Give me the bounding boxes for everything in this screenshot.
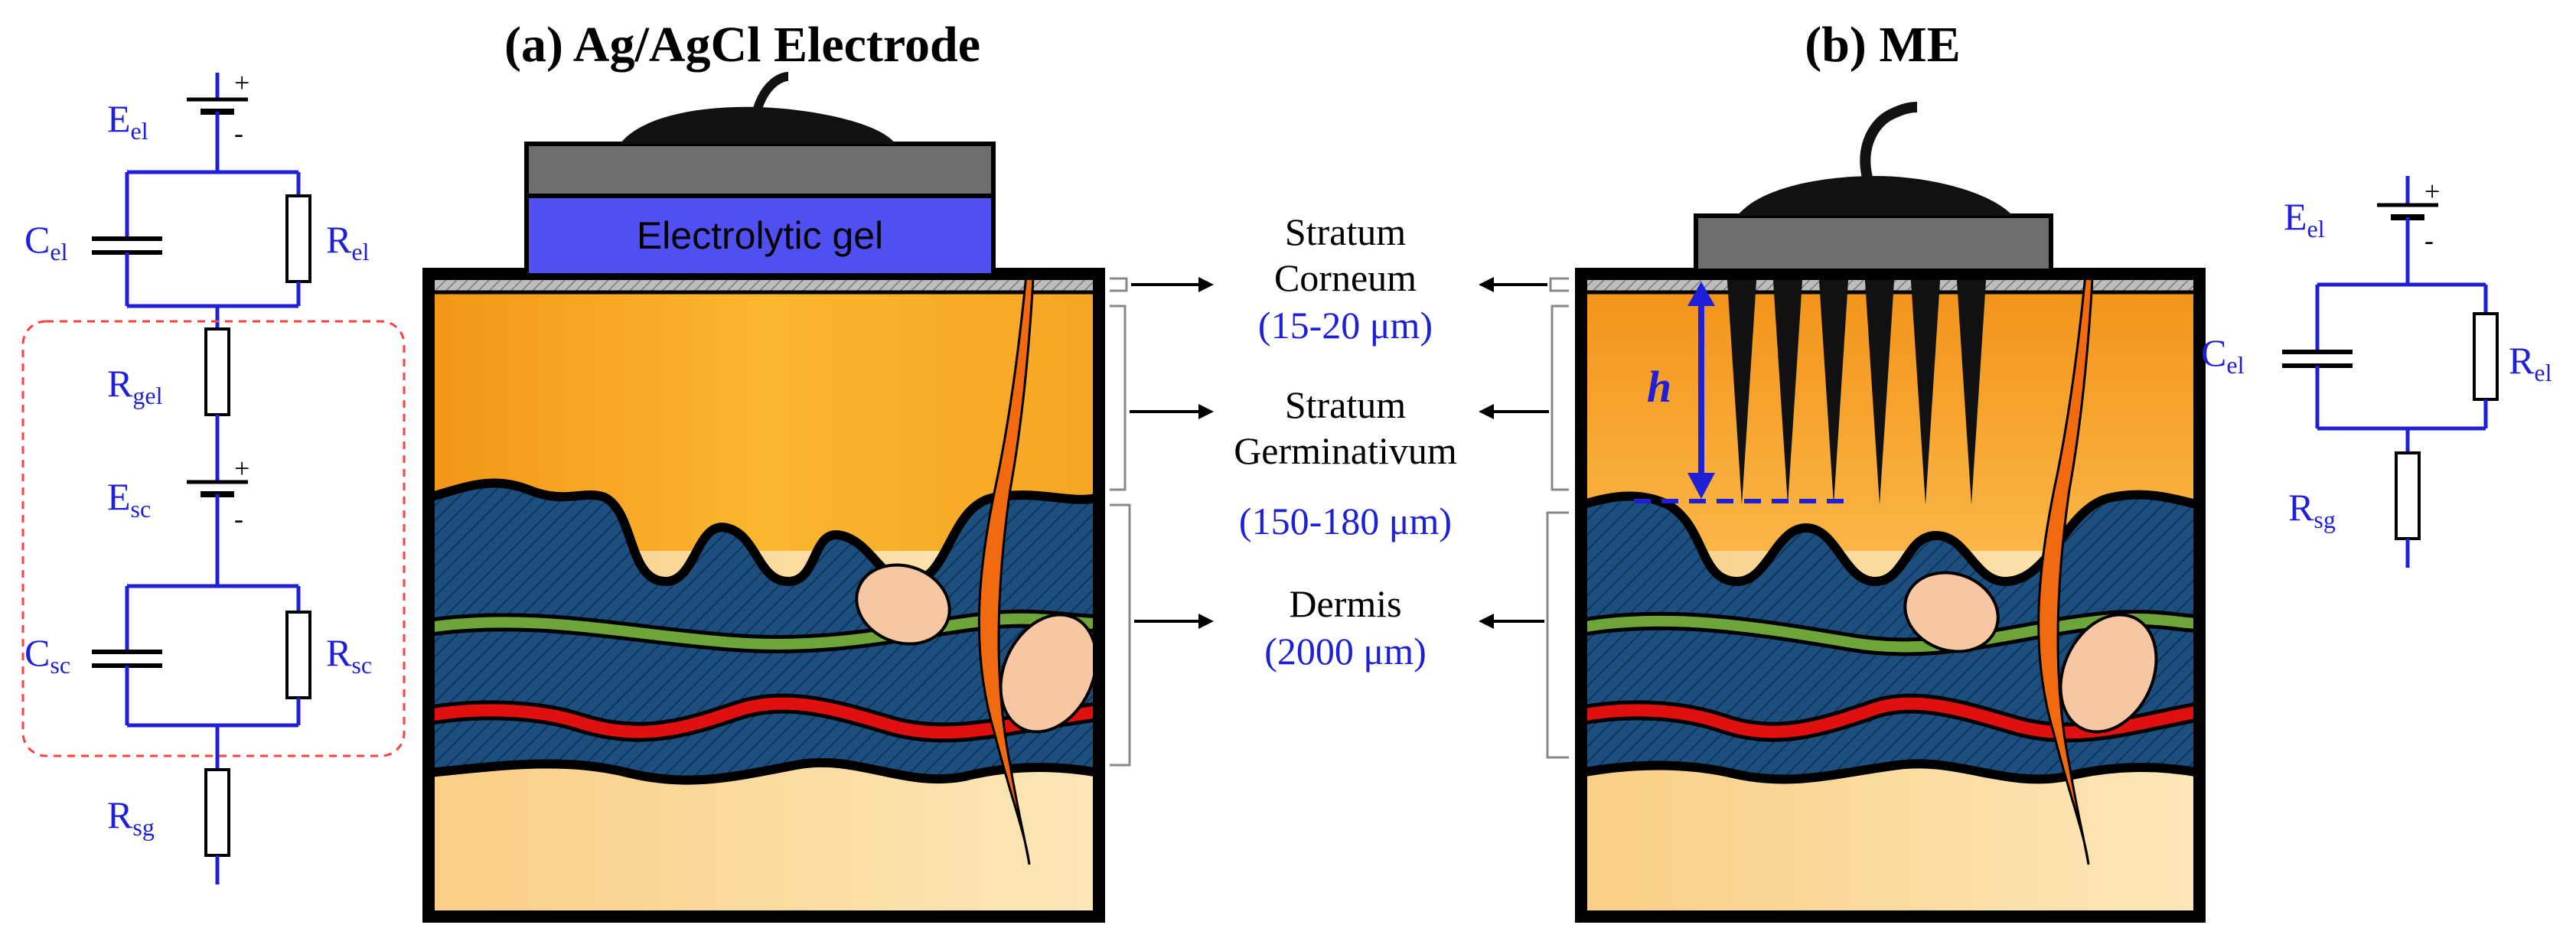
gland-left-1: [855, 563, 951, 646]
label-sc-line2: Corneum: [1274, 256, 1417, 299]
battery-sc-plus-sign: +: [234, 453, 249, 484]
gland-right-1: [1903, 571, 2000, 653]
electrolytic-gel-label: Electrolytic gel: [637, 214, 883, 257]
resistor-r-gel: [204, 327, 230, 416]
label-sg-thickness: (150-180 μm): [1239, 500, 1452, 542]
label-sc-line1: Stratum: [1285, 210, 1406, 253]
equivalent-circuit-left: + - Eel Cel Rel Rgel + - Esc: [21, 67, 406, 884]
label-dermis-thickness: (2000 μm): [1264, 630, 1427, 673]
gland-right-2: [2059, 613, 2158, 734]
electrode-lead-left: [753, 72, 789, 111]
label-r-sg-right: Rsg: [2288, 486, 2336, 533]
resistor-r-sc: [285, 611, 311, 699]
label-c-el-left: Cel: [24, 218, 68, 265]
gland-left-2: [999, 613, 1098, 734]
label-sc-thickness: (15-20 μm): [1258, 304, 1433, 347]
electrolytic-gel: [524, 194, 996, 278]
label-r-sc: Rsc: [326, 631, 372, 679]
label-r-gel: Rgel: [107, 362, 163, 409]
skin-block-right: h: [1575, 102, 2206, 923]
equivalent-circuit-right: + - Eel Cel Rel Rsg: [2201, 176, 2552, 568]
resistor-r-el-right: [2473, 312, 2499, 401]
skin-block-left: Electrolytic gel: [422, 72, 1105, 923]
label-e-el-left: Eel: [107, 97, 148, 145]
microneedle-array: [1727, 272, 1987, 505]
label-sg-line1: Stratum: [1285, 383, 1406, 426]
battery-el-minus-sign: -: [234, 118, 243, 148]
electrode-lead-right: [1860, 102, 1918, 179]
title-ag-agcl: (a) Ag/AgCl Electrode: [504, 17, 980, 73]
hair-left: [977, 272, 1035, 865]
battery-el-plus-sign: +: [234, 67, 249, 98]
resistor-r-sg-right: [2395, 451, 2421, 540]
electrode-plate-left: [524, 142, 996, 198]
label-sg-line2: Germinativum: [1234, 429, 1457, 472]
label-c-sc: Csc: [24, 631, 70, 679]
label-e-el-right: Eel: [2284, 195, 2325, 243]
label-r-el-right: Rel: [2509, 339, 2552, 386]
title-me: (b) ME: [1805, 17, 1960, 73]
gel-skin-interface-box: [21, 320, 406, 757]
label-r-el-left: Rel: [326, 218, 370, 265]
battery-sc-minus-sign: -: [234, 503, 243, 534]
microneedle-base: [1694, 213, 2053, 273]
electrode-cap-right: [1737, 176, 2013, 216]
resistor-r-sg-left: [204, 768, 230, 857]
battery-el-minus-sign-right: -: [2424, 225, 2434, 256]
label-c-el-right: Cel: [2201, 331, 2245, 379]
resistor-r-el-left: [285, 194, 311, 283]
label-dermis: Dermis: [1289, 582, 1401, 625]
skin-frame-right: [1575, 268, 2206, 923]
label-r-sg-left: Rsg: [107, 793, 155, 841]
layer-labels: Stratum Corneum (15-20 μm) Stratum Germi…: [1110, 210, 1569, 767]
label-e-sc: Esc: [107, 475, 151, 523]
electrode-cap-left: [620, 106, 895, 144]
hair-right: [2037, 272, 2094, 865]
battery-el-plus-sign-right: +: [2424, 176, 2440, 207]
h-label: h: [1647, 362, 1671, 412]
